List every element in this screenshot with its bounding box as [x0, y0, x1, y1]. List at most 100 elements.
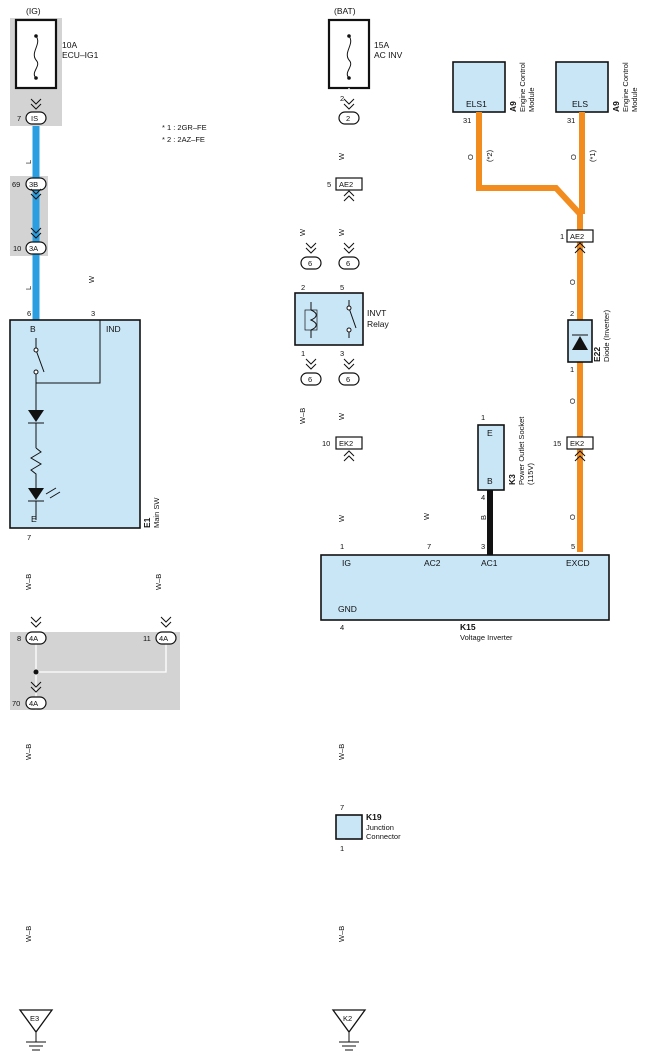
k15-pin-ac2: AC2: [424, 558, 441, 568]
connector-ae2-right: AE2: [566, 229, 594, 243]
pin-5-k15: 5: [571, 542, 575, 551]
svg-text:W–B: W–B: [24, 926, 33, 942]
svg-text:L: L: [24, 160, 33, 164]
ecm1-name2: Module: [527, 87, 536, 112]
svg-text:AE2: AE2: [339, 180, 353, 189]
svg-text:W: W: [422, 512, 431, 520]
pin-8: 8: [17, 634, 21, 643]
connector-6-b: 6: [338, 256, 360, 270]
connector-6-c: 6: [300, 372, 322, 386]
svg-text:W–B: W–B: [154, 574, 163, 590]
power-outlet-socket-box: [477, 424, 505, 491]
connector-3a: 3A: [25, 241, 47, 255]
k19-code: K19: [366, 812, 382, 822]
svg-text:3B: 3B: [29, 180, 38, 189]
pin-31-ecm1: 31: [463, 116, 471, 125]
svg-text:W: W: [337, 412, 346, 420]
k3-pin-b: B: [487, 476, 493, 486]
pin-11: 11: [143, 634, 151, 643]
wire-labels: L L W W W W W–B W W W B W–B W–B W–B W–B …: [24, 149, 597, 942]
bat-source-label: (BAT): [334, 6, 356, 16]
pin-7-is: 7: [17, 114, 21, 123]
note-1: * 1 : 2GR–FE: [162, 123, 207, 132]
pin-15-ek2: 15: [553, 439, 561, 448]
fuse-ig-rating: 10A: [62, 40, 77, 50]
k15-pin-excd: EXCD: [566, 558, 590, 568]
diode-symbol: [572, 336, 588, 350]
pin-3-e1: 3: [91, 309, 95, 318]
fuse-ig-name: ECU–IG1: [62, 50, 99, 60]
svg-text:O: O: [568, 279, 577, 285]
svg-text:W: W: [337, 514, 346, 522]
relay-internals: [304, 300, 357, 338]
pin-2-bat: 2: [340, 94, 344, 103]
pin-10-3a: 10: [13, 244, 21, 253]
junction-connector-box: [335, 814, 363, 840]
connector-4a-8: 4A: [25, 631, 47, 645]
svg-text:6: 6: [346, 375, 350, 384]
svg-text:W–B: W–B: [298, 408, 307, 424]
ecm2-code: A9: [611, 101, 621, 112]
pin-5-ae2: 5: [327, 180, 331, 189]
ig-source-label: (IG): [26, 6, 41, 16]
pin-70: 70: [12, 699, 20, 708]
fuse-bat-rating: 15A: [374, 40, 389, 50]
k15-pin-gnd: GND: [338, 604, 357, 614]
pin-1-e22: 1: [570, 365, 574, 374]
k15-code: K15: [460, 622, 476, 632]
pin-6-e1: 6: [27, 309, 31, 318]
pin-1-k19: 1: [340, 844, 344, 853]
pin-7-e1: 7: [27, 533, 31, 542]
k19-name2: Connector: [366, 832, 401, 841]
connector-3b: 3B: [25, 177, 47, 191]
relay-name: INVT: [367, 308, 386, 318]
main-switch-code: E1: [142, 517, 152, 528]
fuse-ac-inv: [327, 18, 371, 90]
connector-is: IS: [25, 111, 47, 125]
pin-2-e22: 2: [570, 309, 574, 318]
pin-1-ae2: 1: [560, 232, 564, 241]
svg-text:(*2): (*2): [485, 149, 494, 162]
pin-3-relay: 3: [340, 349, 344, 358]
ecm2-name: Engine Control: [621, 62, 630, 112]
wire-orange: [476, 112, 585, 552]
pin-31-ecm2: 31: [567, 116, 575, 125]
main-switch-name: Main SW: [152, 497, 161, 528]
pin-7-k15: 7: [427, 542, 431, 551]
svg-text:6: 6: [308, 375, 312, 384]
svg-text:W: W: [298, 228, 307, 236]
pin-7-k19: 7: [340, 803, 344, 812]
pin-10-ek2: 10: [322, 439, 330, 448]
connector-ae2-left: AE2: [335, 177, 363, 191]
svg-text:6: 6: [346, 259, 350, 268]
svg-text:W–B: W–B: [337, 926, 346, 942]
ecm1-name: Engine Control: [518, 62, 527, 112]
svg-text:E3: E3: [30, 1014, 39, 1023]
main-switch-pin-b: B: [30, 324, 36, 334]
svg-text:L: L: [24, 286, 33, 290]
svg-text:(*1): (*1): [588, 149, 597, 162]
ecm-els-pin: ELS: [572, 99, 588, 109]
svg-text:O: O: [568, 514, 577, 520]
connector-ek2-left: EK2: [335, 436, 363, 450]
pin-1-relay: 1: [301, 349, 305, 358]
k15-name: Voltage Inverter: [460, 633, 513, 642]
invt-relay-box: [294, 292, 364, 346]
fuse-ecu-ig1: [14, 18, 58, 90]
main-switch-pin-e: E: [31, 514, 37, 524]
ecm2-name2: Module: [630, 87, 639, 112]
svg-text:O: O: [466, 154, 475, 160]
svg-text:W–B: W–B: [337, 744, 346, 760]
e22-name: Diode (Inverter): [602, 309, 611, 362]
svg-text:4A: 4A: [29, 699, 38, 708]
svg-text:EK2: EK2: [339, 439, 353, 448]
main-switch-pin-ind: IND: [106, 324, 121, 334]
svg-text:EK2: EK2: [570, 439, 584, 448]
svg-text:K2: K2: [343, 1014, 352, 1023]
ecm1-code: A9: [508, 101, 518, 112]
wire-white: [35, 88, 491, 1010]
svg-text:2: 2: [346, 114, 350, 123]
pin-1-k3: 1: [481, 413, 485, 422]
main-switch-box: [9, 319, 141, 529]
